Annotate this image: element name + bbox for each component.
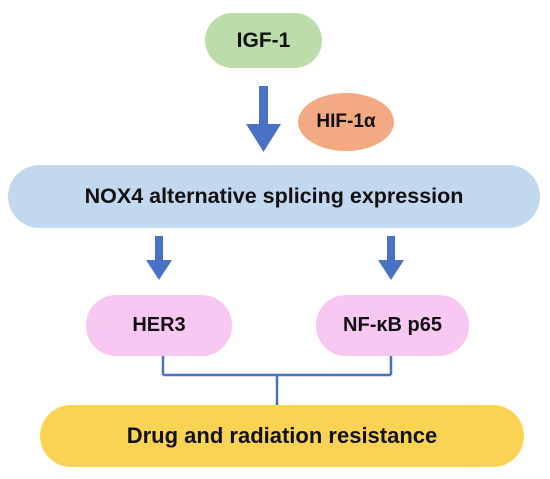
igf1-label: IGF-1 [236, 28, 291, 52]
resistance-node: Drug and radiation resistance [40, 405, 524, 467]
hif1a-label: HIF-1α [316, 111, 376, 132]
arrow-nox4-to-her3 [146, 236, 172, 280]
igf1-node: IGF-1 [205, 13, 322, 68]
nox4-node: NOX4 alternative splicing expression [8, 165, 540, 228]
hif1a-node: HIF-1α [298, 93, 394, 151]
her3-node: HER3 [86, 295, 232, 356]
arrow-nox4-to-nfkb [378, 236, 404, 280]
bracket-to-resistance [161, 356, 393, 405]
nfkb-p65-label: NF-κB p65 [343, 314, 442, 336]
nfkb-p65-node: NF-κB p65 [316, 295, 469, 356]
nox4-label: NOX4 alternative splicing expression [84, 184, 464, 208]
her3-label: HER3 [132, 314, 186, 336]
resistance-label: Drug and radiation resistance [126, 423, 438, 448]
arrow-igf1-to-nox4 [246, 86, 281, 152]
